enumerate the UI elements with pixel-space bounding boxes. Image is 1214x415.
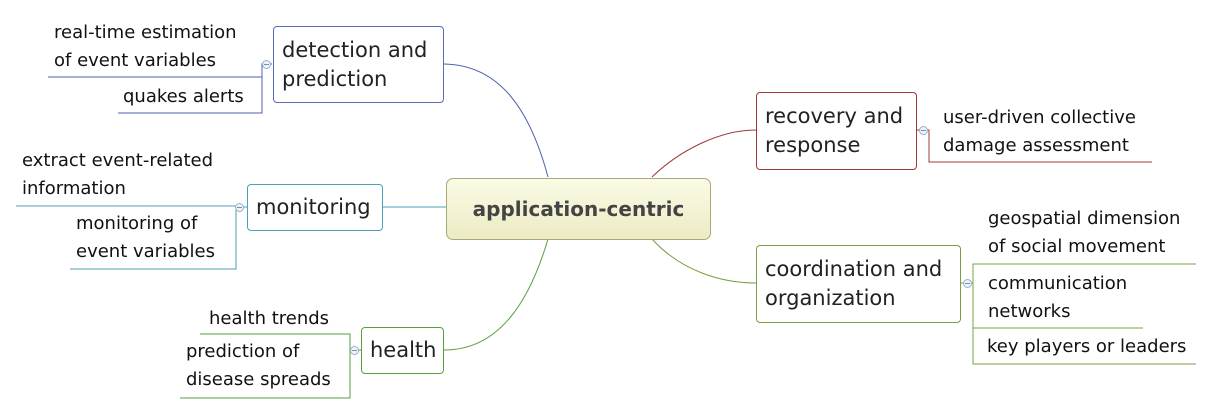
- subtopic-user-driven-damage-assessment[interactable]: user-driven collective damage assessment: [943, 107, 1136, 156]
- connector-recovery: [651, 129, 757, 178]
- central-topic[interactable]: application-centric: [446, 178, 711, 240]
- subtopic-real-time-estimation[interactable]: real-time estimation of event variables: [54, 22, 237, 71]
- subtopic-communication-networks[interactable]: communication networks: [988, 273, 1128, 322]
- topic-coordination-and-organization[interactable]: coordination and organization: [756, 245, 961, 323]
- central-topic-label: application-centric: [472, 197, 685, 221]
- topic-detection-and-prediction[interactable]: detection and prediction: [273, 26, 444, 103]
- collapse-toggle-monitoring[interactable]: [235, 203, 244, 212]
- topic-recovery-and-response[interactable]: recovery and response: [756, 92, 917, 170]
- connector-detection: [443, 63, 549, 178]
- topic-label: recovery and response: [765, 104, 904, 157]
- topic-monitoring[interactable]: monitoring: [247, 184, 383, 231]
- topic-health[interactable]: health: [361, 327, 444, 374]
- topic-label: detection and prediction: [282, 37, 428, 91]
- topic-label: monitoring: [256, 195, 371, 219]
- connector-health: [443, 238, 549, 351]
- subtopic-geospatial-dimension[interactable]: geospatial dimension of social movement: [988, 208, 1181, 257]
- collapse-toggle-detection[interactable]: [262, 60, 271, 69]
- topic-label: health: [370, 338, 437, 362]
- connector-coordination: [651, 238, 757, 284]
- subtopic-prediction-of-disease-spreads[interactable]: prediction of disease spreads: [186, 341, 331, 390]
- subtopic-extract-event-related-information[interactable]: extract event-related information: [22, 150, 214, 199]
- collapse-toggle-health[interactable]: [350, 346, 359, 355]
- collapse-toggle-coordination[interactable]: [963, 279, 972, 288]
- subtopic-monitoring-of-event-variables[interactable]: monitoring of event variables: [76, 213, 215, 262]
- subtopic-quakes-alerts[interactable]: quakes alerts: [123, 86, 244, 107]
- subtopic-key-players-or-leaders[interactable]: key players or leaders: [987, 336, 1187, 357]
- subtopic-health-trends[interactable]: health trends: [209, 308, 330, 329]
- topic-label: coordination and organization: [765, 257, 943, 310]
- collapse-toggle-recovery[interactable]: [919, 126, 928, 135]
